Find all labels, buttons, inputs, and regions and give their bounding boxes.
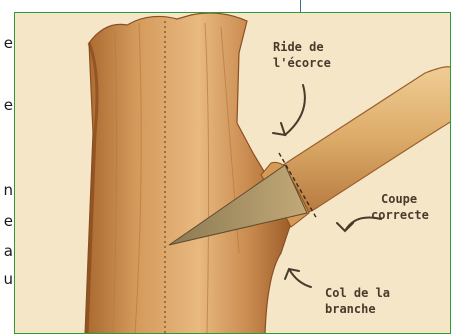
layout-rule [300,0,301,12]
body-text-fragment: e [4,212,13,230]
body-text-fragment: u [3,270,13,288]
label-col-line2: branche [325,302,376,316]
body-text-fragment: e [4,96,13,114]
body-text-fragment: a [4,242,13,260]
label-ride-line1: Ride de [273,40,324,54]
label-col-line1: Col de la [325,286,390,300]
pruning-diagram: Ride de l'écorce Coupe correcte Col de l… [14,12,451,334]
label-coupe-line2: correcte [371,208,429,222]
body-text-fragment: n [3,181,13,199]
pruning-illustration: Ride de l'écorce Coupe correcte Col de l… [15,13,451,334]
label-ride-line2: l'écorce [273,56,331,70]
label-coupe-line1: Coupe [381,192,417,206]
body-text-fragment: e [4,34,13,52]
